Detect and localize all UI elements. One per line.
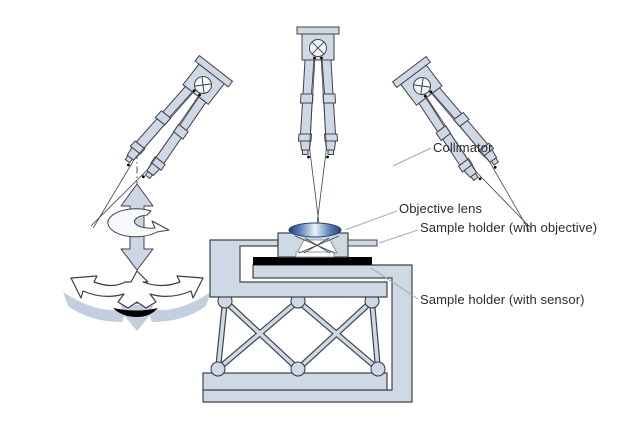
focused-beam [294,235,340,258]
objective-lens-label: Objective lens [399,201,483,216]
collimator-label: Collimator [433,140,493,155]
collimator-left [75,55,233,241]
scissor-struts [215,298,381,372]
rotation-arrow [107,208,170,238]
scissor-joints [210,293,386,377]
scissor-stage [202,239,413,403]
holder-side-rod [347,239,378,247]
optical-head [253,232,378,265]
sample-holder-objective-label: Sample holder (with objective) [420,220,598,235]
objective-lens [288,222,342,238]
leader-lines [344,147,432,300]
sensor-strip [253,257,372,265]
sample-holder-sensor-label: Sample holder (with sensor) [420,292,585,307]
motion-axes-glyph [63,152,211,331]
collimator-center [296,26,340,229]
shadow-crescent [113,308,158,317]
tilt-arrows [70,270,204,309]
